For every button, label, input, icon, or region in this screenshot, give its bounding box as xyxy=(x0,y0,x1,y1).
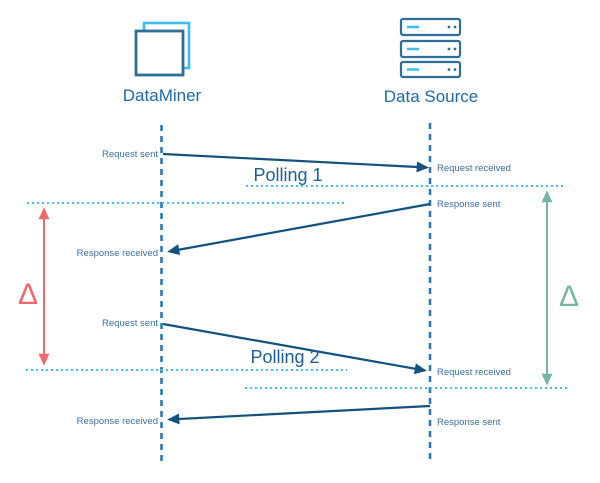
delta-right-label: Δ xyxy=(559,280,579,313)
request2-sent-label: Request sent xyxy=(102,318,158,329)
polling-1-label: Polling 1 xyxy=(253,165,322,185)
delta-left-label: Δ xyxy=(18,278,38,311)
server-row xyxy=(399,60,462,79)
response1-sent-label: Response sent xyxy=(437,199,501,210)
request2-received-label: Request received xyxy=(437,367,511,378)
response2-arrow xyxy=(167,404,431,425)
polling-2-label: Polling 2 xyxy=(250,347,319,367)
response1-received-label: Response received xyxy=(77,248,158,259)
response2-received-label: Response received xyxy=(77,416,158,427)
server-dot xyxy=(447,47,451,51)
data-source-label: Data Source xyxy=(384,87,479,106)
server-dot xyxy=(453,47,457,51)
dataminer-label: DataMiner xyxy=(123,86,202,105)
server-row xyxy=(399,39,462,59)
server-dot xyxy=(447,25,451,29)
server-dot xyxy=(447,68,451,71)
response2-sent-label: Response sent xyxy=(437,417,501,428)
request2-arrow xyxy=(162,322,427,375)
dataminer-icon xyxy=(134,21,191,77)
data-source-icon xyxy=(399,17,462,79)
server-row xyxy=(399,17,462,37)
request1-received-label: Request received xyxy=(437,163,511,174)
server-dot xyxy=(453,25,457,29)
server-dot xyxy=(453,68,457,71)
response1-arrow xyxy=(167,202,431,256)
request1-sent-label: Request sent xyxy=(102,149,158,160)
request1-arrow xyxy=(162,152,429,173)
dataminer-front-square xyxy=(134,29,185,77)
